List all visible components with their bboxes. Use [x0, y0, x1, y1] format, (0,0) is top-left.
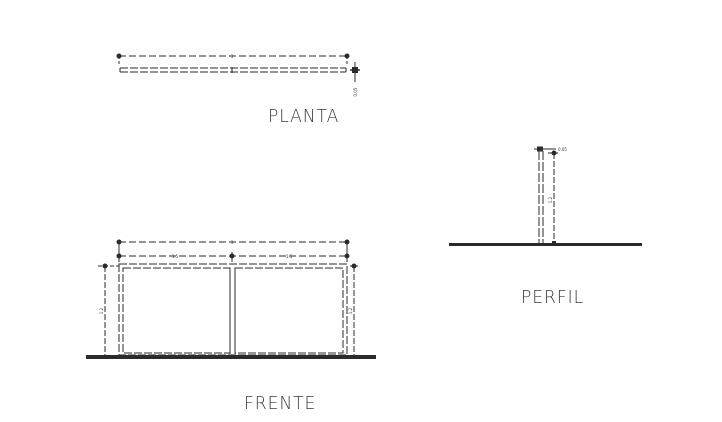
planta-title: PLANTA [268, 106, 340, 127]
perfil-view [449, 146, 642, 246]
frente-ground-line [86, 355, 376, 359]
planta-thickness-label: 0.05 [353, 87, 358, 96]
frente-right-height-label: 1.2 [348, 307, 353, 314]
planta-length-label: 3 [231, 54, 234, 59]
frente-left-height-label: 1.2 [99, 307, 104, 314]
perfil-ground-line [449, 243, 642, 246]
perfil-height-label: 1.2 [548, 196, 553, 203]
frente-total-width-label: 3 [231, 240, 234, 245]
perfil-thickness-label: 0.05 [558, 147, 567, 152]
perfil-title: PERFIL [521, 287, 585, 308]
frente-left-panel-label: 1.5 [172, 254, 179, 259]
planta-view [116, 53, 360, 82]
frente-right-panel-label: 1.5 [286, 254, 293, 259]
frente-view [86, 239, 376, 359]
frente-title: FRENTE [244, 393, 317, 414]
